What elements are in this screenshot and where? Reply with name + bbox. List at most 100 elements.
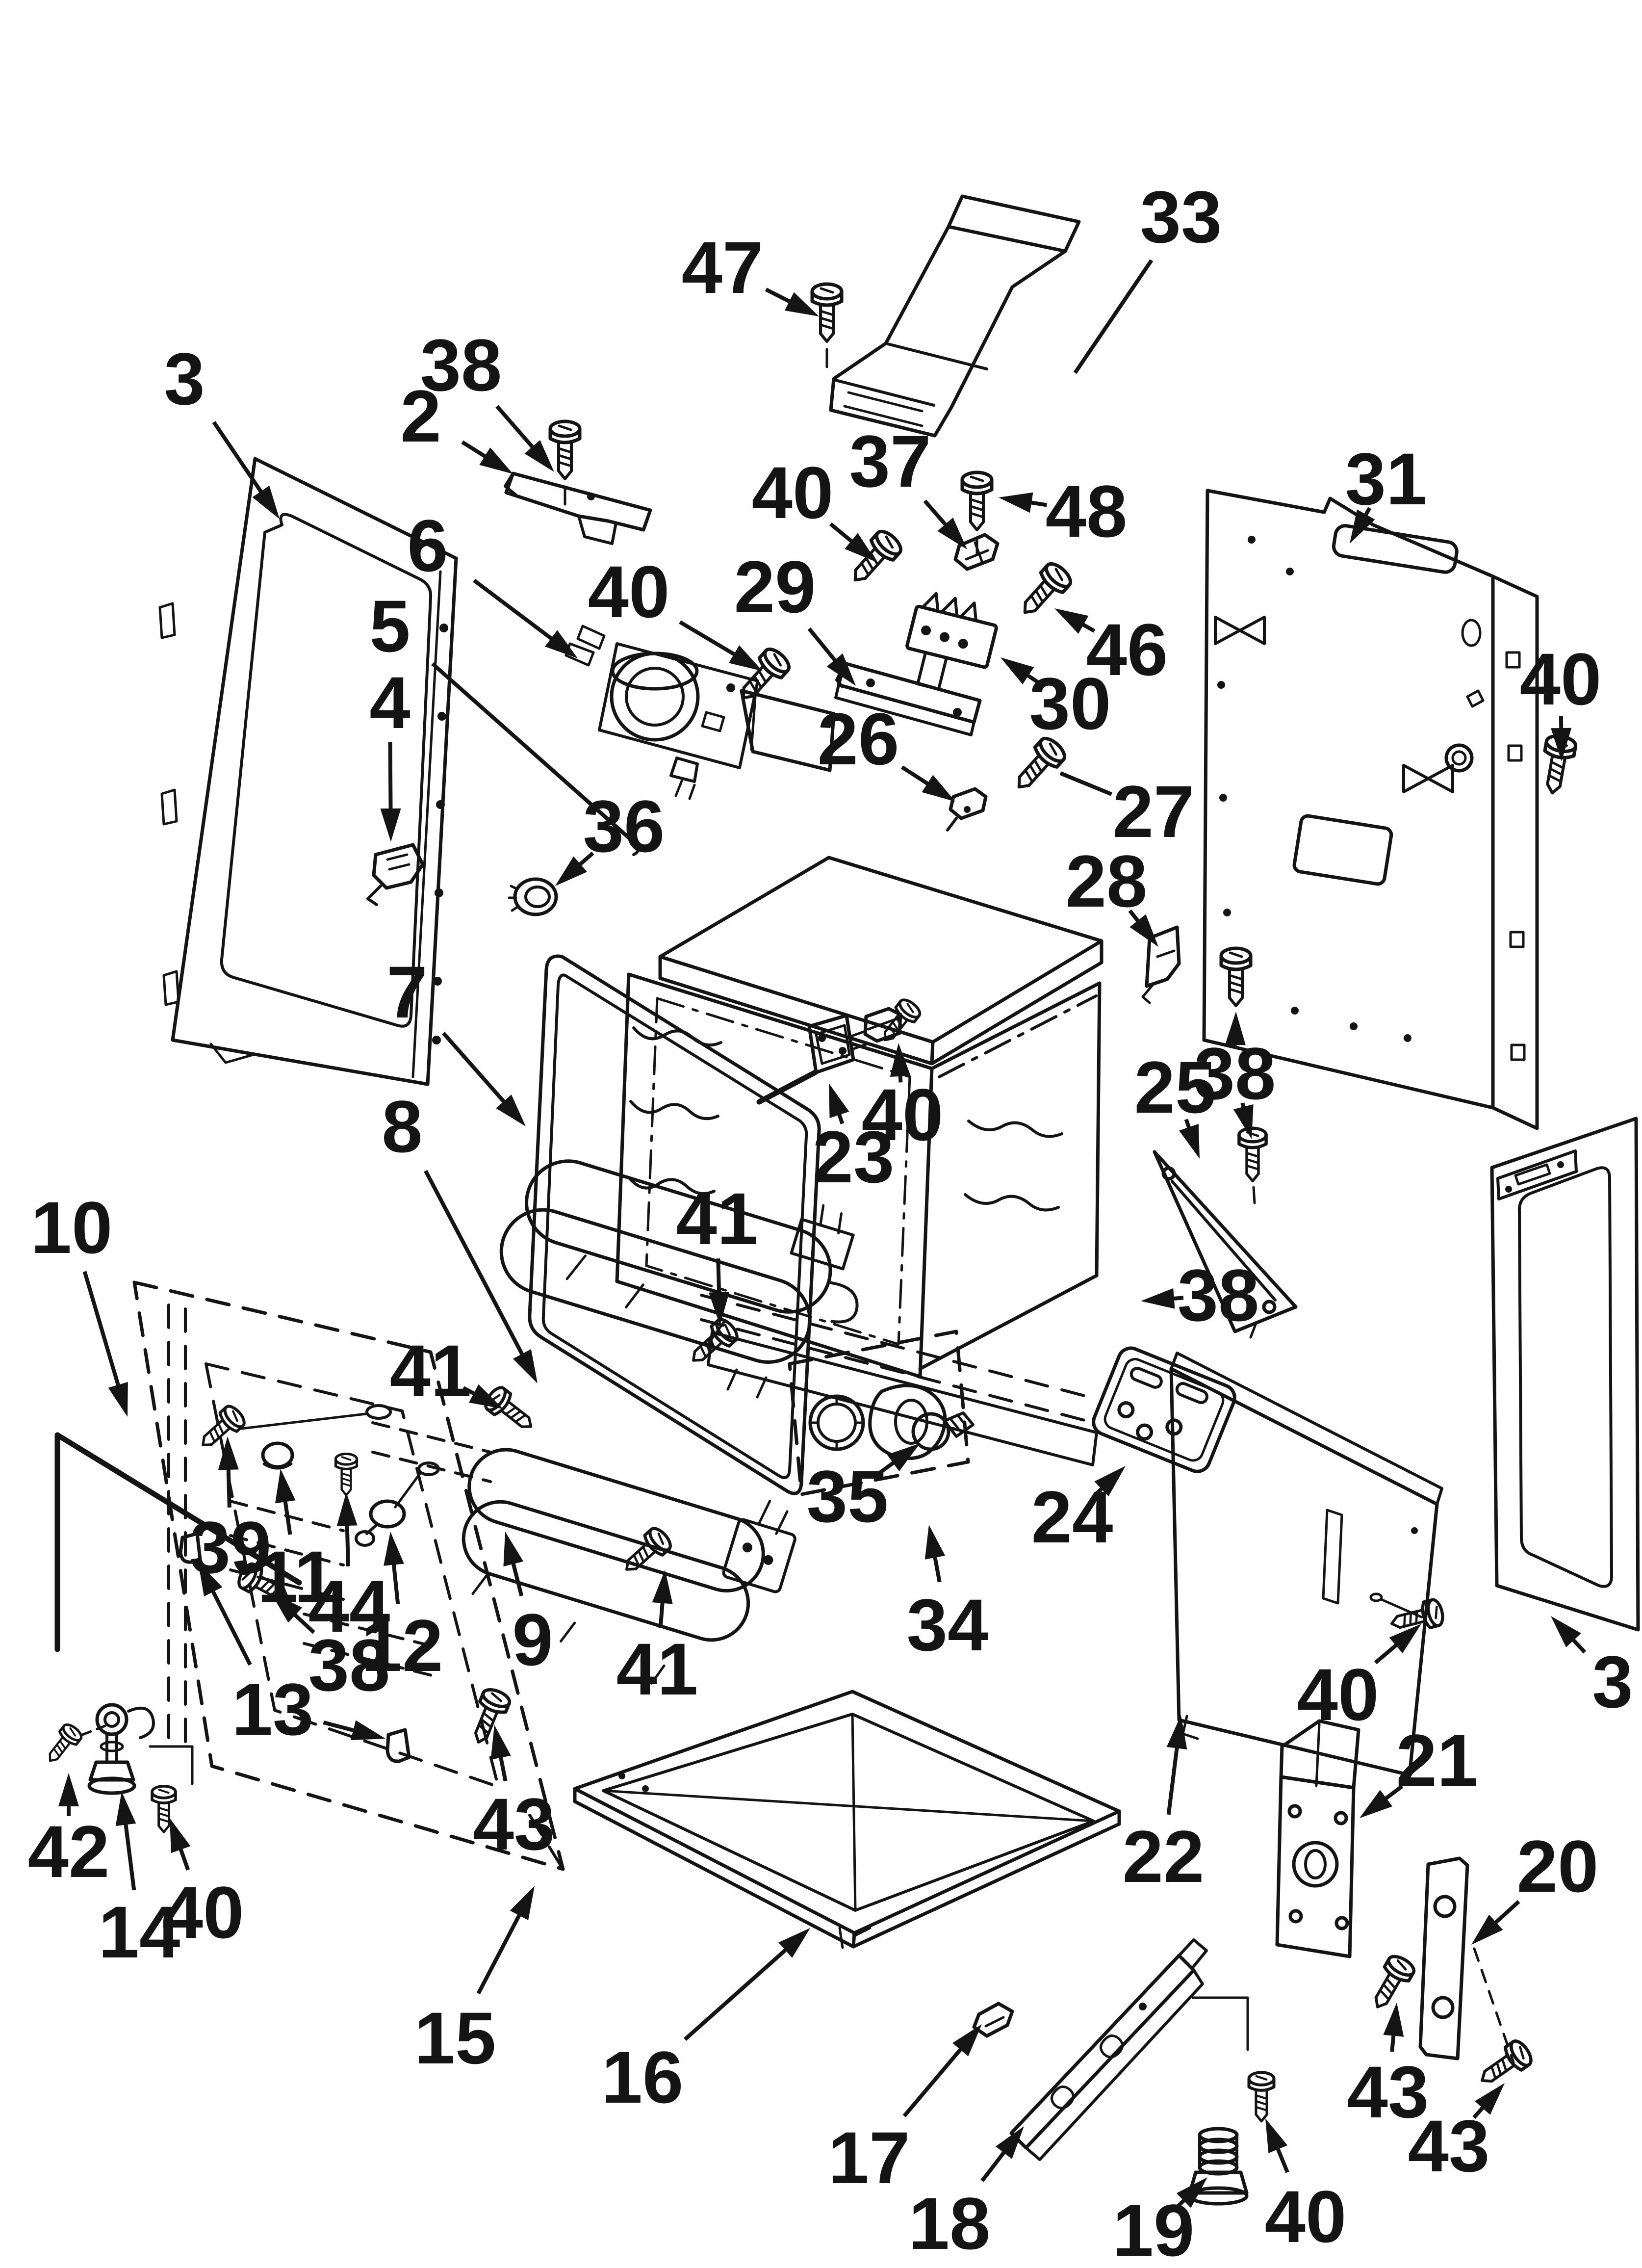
arrowhead [1475,2083,1505,2115]
arrowhead [999,492,1033,513]
arrowhead [1054,608,1089,634]
leader-line [424,1170,527,1360]
part-number-40: 40 [862,1073,944,1156]
part-number-40: 40 [162,1871,244,1954]
arrowhead [58,1773,79,1806]
base-pan [573,1690,1121,1949]
callout-46: 46 [1054,608,1168,691]
thermostat [564,625,836,800]
vent-duct [825,194,1081,438]
part-number-38: 38 [1194,1032,1276,1115]
leader-line [923,499,951,530]
leader-line [1490,1900,1520,1928]
callout-28: 28 [1066,840,1158,947]
arrowhead [275,1469,296,1504]
callout-48: 48 [999,470,1127,552]
door-screw-pin [1369,1592,1423,1618]
arrowhead [924,1525,946,1560]
callout-18: 18 [909,2126,1024,2265]
callout-4: 4 [369,661,410,842]
part-number-28: 28 [1066,840,1148,922]
callout-10: 10 [31,1186,128,1417]
lamp-kit [788,1330,975,1496]
leader-line [208,1586,252,1666]
leader-line [441,1032,509,1107]
arrowhead [555,856,588,886]
leader-line [473,578,557,644]
callout-35: 35 [807,1443,920,1538]
arrowhead [890,1043,911,1077]
part-number-43: 43 [1347,2051,1429,2133]
leader-line [1059,771,1113,796]
part-number-36: 36 [583,785,665,867]
callout-7: 7 [386,951,526,1126]
callout-40: 40 [1297,1624,1421,1736]
leader-line [323,1721,359,1734]
part-number-42: 42 [28,1810,110,1893]
parts-art [42,194,1640,2206]
arrowhead [995,2126,1024,2159]
callout-40: 40 [1265,2118,1347,2258]
oven-cavity [615,856,1103,1466]
arrowhead [1265,2118,1288,2153]
callout-21: 21 [1360,1719,1478,1818]
top-bracket [504,471,652,545]
part-number-33: 33 [1140,176,1222,258]
arrowhead [524,440,554,472]
callout-41: 41 [616,1570,698,1710]
callout-30: 30 [1001,657,1111,745]
part-number-14: 14 [99,1891,180,1973]
arrowhead [652,1570,673,1604]
part-number-46: 46 [1086,608,1168,691]
arrowhead [922,775,955,802]
callout-47: 47 [682,226,819,316]
part-number-27: 27 [1113,770,1195,853]
part-number-18: 18 [909,2182,991,2265]
arrowhead [845,533,877,562]
part-number-31: 31 [1345,438,1427,520]
callout-44: 44 [308,1492,390,1647]
rear-panel [1202,489,1539,1130]
capillary-clip [366,843,425,906]
arrowhead [384,1532,404,1566]
leader-line [82,1271,122,1391]
arrowhead [1233,1104,1254,1139]
part-number-40: 40 [1265,2175,1347,2258]
part-number-30: 30 [1029,662,1111,745]
leader-line [807,627,840,666]
arrowhead [218,1436,239,1470]
part-number-3: 3 [1592,1641,1633,1723]
arrowhead [1166,1715,1187,1750]
callout-13: 13 [198,1562,385,1750]
callout-40: 40 [588,550,763,671]
callout-40: 40 [162,1818,244,1954]
part-number-38: 38 [308,1624,390,1706]
front-leveling-leg [81,1703,194,1795]
callout-38: 38 [271,1592,390,1706]
part-number-38: 38 [420,324,502,406]
arrowhead [952,2024,982,2057]
part-number-38: 38 [1178,1254,1259,1336]
part-number-40: 40 [752,451,834,534]
arrowhead [784,292,819,316]
part-number-25: 25 [1134,1046,1216,1128]
arrowhead [778,1928,810,1958]
arrowhead [728,645,763,671]
rail-and-clip [972,1938,1208,2161]
part-number-12: 12 [361,1604,443,1687]
leader-line [679,620,740,659]
callout-2: 2 [400,375,513,474]
triangle-brace [1153,1150,1298,1339]
callout-36: 36 [555,785,665,886]
arrowhead [1001,657,1034,685]
rear-support-bracket [1275,1719,1360,1958]
leader-line [282,1495,292,1535]
leader-line [902,2044,966,2117]
part-number-41: 41 [676,1177,758,1260]
callout-22: 22 [1123,1715,1204,1898]
callout-40: 40 [752,451,877,562]
left-side-panel [158,457,458,1086]
part-number-41: 41 [390,1330,472,1412]
arrowhead [1383,2003,1404,2037]
part-number-19: 19 [1113,2189,1195,2268]
